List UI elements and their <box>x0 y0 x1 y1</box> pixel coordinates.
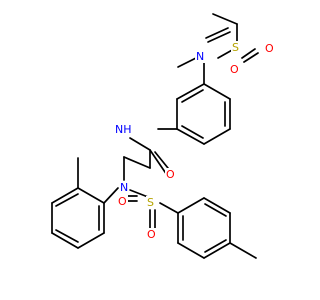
bond <box>77 187 105 204</box>
bond <box>177 242 205 259</box>
label-halo <box>146 228 157 241</box>
bond <box>159 202 179 214</box>
bond <box>55 229 79 243</box>
molecule-structure: S O O N NH O N S O O <box>51 13 275 259</box>
bond <box>203 128 231 145</box>
label-halo <box>231 41 240 54</box>
label-halo <box>165 168 176 181</box>
bond <box>229 242 257 259</box>
bond <box>51 232 79 249</box>
atom-label-O1b: O <box>230 63 239 76</box>
bond <box>51 187 79 204</box>
bond <box>103 187 119 204</box>
bond <box>55 193 79 207</box>
atom-label-O2a: O <box>118 195 127 208</box>
bond <box>181 125 204 139</box>
bond <box>129 189 149 198</box>
bond <box>207 31 231 43</box>
label-halo <box>146 196 155 209</box>
bond <box>177 56 199 68</box>
bond <box>243 52 259 63</box>
bond <box>123 156 151 169</box>
atom-label-O2b: O <box>147 228 156 241</box>
bond <box>181 89 204 103</box>
label-halo <box>119 181 130 194</box>
atom-label-S2: S <box>147 196 154 209</box>
atom-label-NH: NH <box>115 123 132 136</box>
molecule-canvas: S O O N NH O N S O O <box>51 13 275 259</box>
bond <box>149 149 168 176</box>
bond <box>241 48 256 59</box>
atom-labels: S O O N NH O N S O O <box>115 41 274 241</box>
bond <box>177 197 205 214</box>
label-halos <box>114 41 275 241</box>
bond <box>129 137 151 151</box>
bond <box>204 239 227 253</box>
atom-label-S1: S <box>232 41 239 54</box>
bonds <box>51 13 259 259</box>
atom-label-O1a: O <box>265 42 274 55</box>
bond <box>204 203 227 217</box>
bond <box>203 83 231 100</box>
label-halo <box>117 195 128 208</box>
label-halo <box>195 50 206 63</box>
atom-label-N1: N <box>196 50 204 63</box>
atom-label-N2: N <box>120 181 128 194</box>
label-halo <box>114 123 133 136</box>
label-halo <box>264 42 275 55</box>
bond <box>205 27 229 39</box>
bond <box>203 197 231 214</box>
atom-label-O3: O <box>166 168 175 181</box>
bond <box>203 242 231 259</box>
bond <box>176 128 205 145</box>
bond <box>212 13 238 25</box>
label-halo <box>229 63 240 76</box>
bond <box>77 232 105 249</box>
bond <box>176 83 205 100</box>
